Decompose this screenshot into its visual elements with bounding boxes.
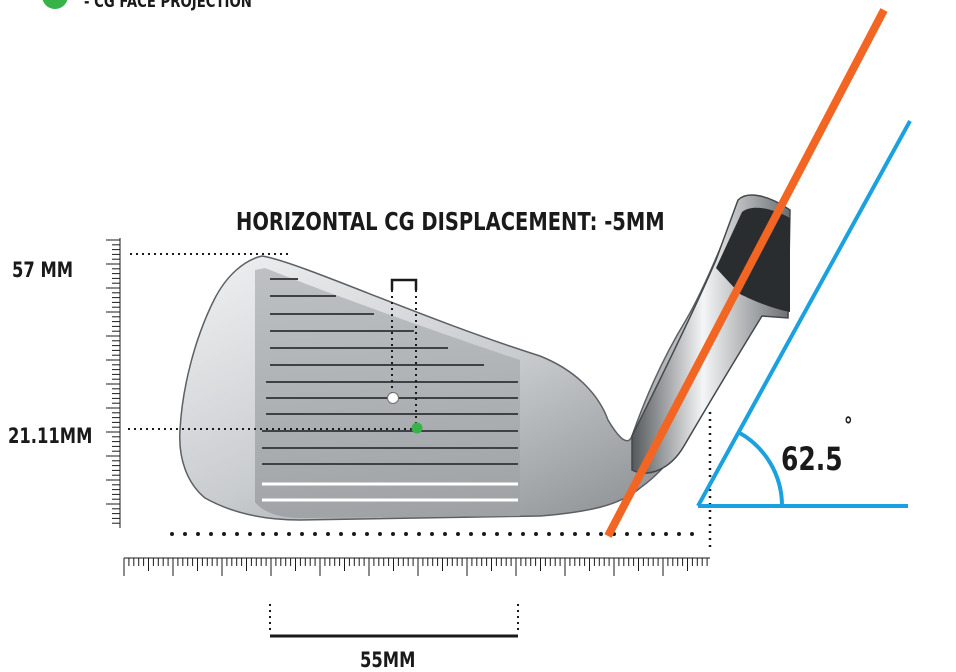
shaft-axis-line — [604, 8, 888, 538]
dotted-guides — [128, 253, 712, 632]
cg-point — [387, 392, 399, 404]
height-label: 57 MM — [12, 258, 74, 282]
legend-dot-icon — [42, 0, 68, 9]
diagram-title: HORIZONTAL CG DISPLACEMENT: -5MM — [236, 207, 665, 236]
lie-angle-line — [696, 120, 912, 507]
vertical-ruler — [106, 238, 121, 528]
width-label: 55MM — [360, 648, 416, 672]
cg-face-projection-point — [411, 422, 423, 434]
lie-angle-arc — [737, 430, 785, 507]
cg-height-label: 21.11MM — [8, 424, 93, 448]
legend-label: - CG FACE PROJECTION — [84, 0, 252, 12]
displacement-bracket — [390, 278, 418, 290]
lie-angle-value: 62.5 — [781, 440, 843, 478]
horizontal-ruler — [123, 557, 710, 576]
degree-symbol: ° — [844, 414, 853, 439]
